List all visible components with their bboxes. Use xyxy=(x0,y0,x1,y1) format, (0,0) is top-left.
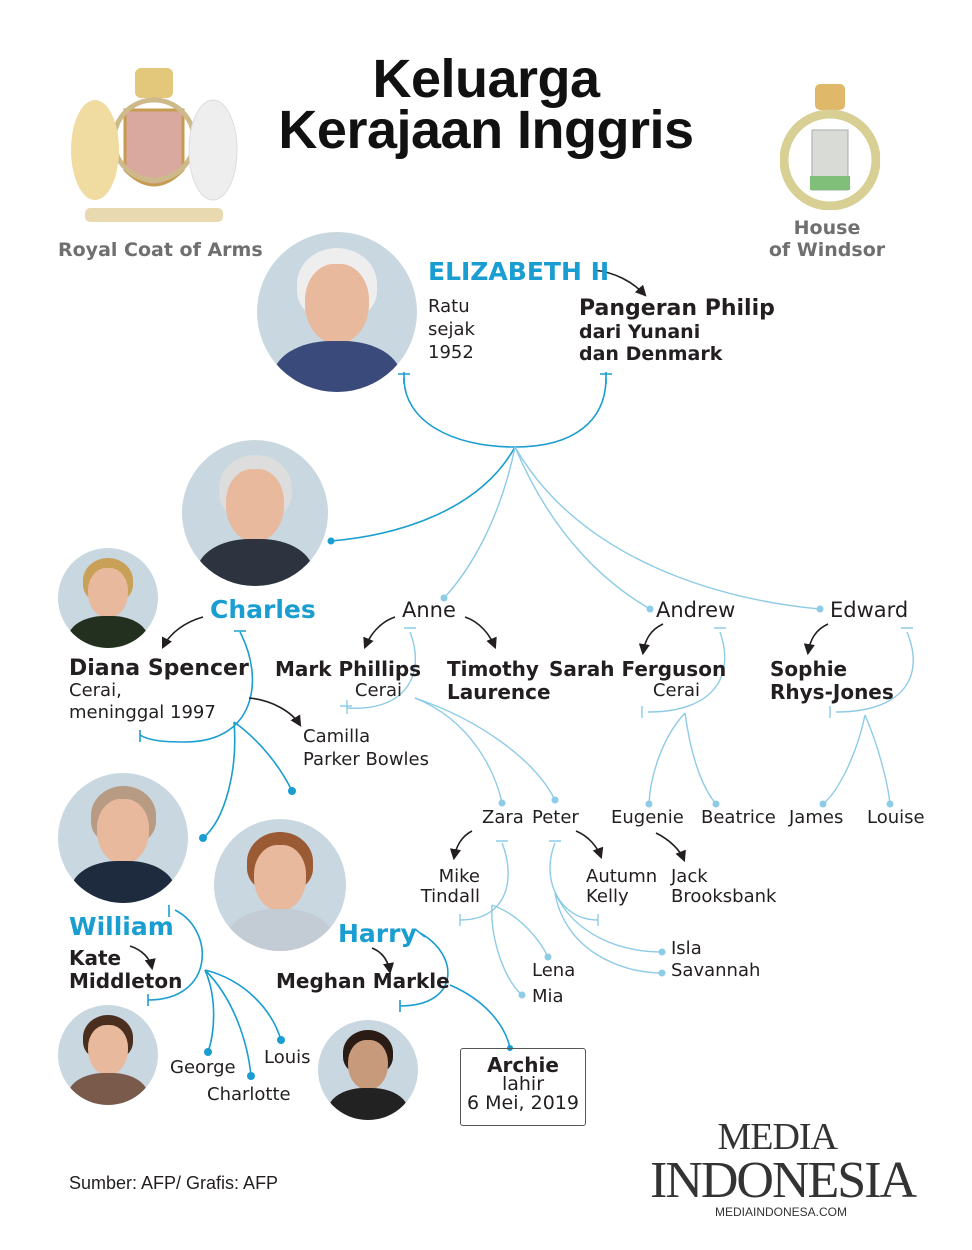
diana-desc-1: Cerai, xyxy=(69,680,122,701)
line-to-william xyxy=(202,721,236,839)
arrow-charles-diana xyxy=(161,616,204,650)
sarah-ferguson-name: Sarah Ferguson xyxy=(549,657,727,681)
arrow-charles-camilla xyxy=(248,697,302,727)
sophie-line-2: Rhys-Jones xyxy=(770,680,894,704)
camilla-line-1: Camilla xyxy=(303,726,371,747)
zara-name: Zara xyxy=(482,807,524,828)
elizabeth-photo xyxy=(257,232,417,392)
zara-mike-arc xyxy=(459,842,509,921)
sarah-ferguson-desc: Cerai xyxy=(652,680,700,701)
arrow-andrew-sarah xyxy=(638,623,664,656)
meghan-photo xyxy=(318,1020,418,1120)
elizabeth-desc-2: sejak xyxy=(428,319,475,340)
philip-name: Pangeran Philip xyxy=(579,296,775,321)
harry-photo xyxy=(214,819,346,951)
royal-coat-of-arms-icon xyxy=(71,68,238,222)
arrow-zara-mike xyxy=(449,830,473,861)
charles-photo xyxy=(182,440,328,586)
media-indonesia-logo: MEDIA INDONESIA MEDIAINDONESA.COM xyxy=(650,1116,917,1220)
george-name: George xyxy=(170,1057,236,1078)
house-of-windsor-label-2: of Windsor xyxy=(768,239,886,261)
mike-line-1: Mike xyxy=(438,866,480,887)
anne-name: Anne xyxy=(402,598,456,622)
arrow-eugenie-jack xyxy=(655,832,686,863)
charles-name: Charles xyxy=(210,595,316,624)
diana-name: Diana Spencer xyxy=(69,656,249,681)
archie-desc-2: 6 Mei, 2019 xyxy=(467,1092,579,1114)
anne-mark-arc xyxy=(346,631,417,709)
jack-line-2: Brooksbank xyxy=(671,886,777,907)
edward-name: Edward xyxy=(830,598,909,622)
line-to-george xyxy=(204,969,215,1053)
mark-phillips-desc: Cerai xyxy=(354,680,402,701)
louise-name: Louise xyxy=(867,807,925,828)
title-line-2: Kerajaan Inggris xyxy=(278,100,694,160)
peter-name: Peter xyxy=(532,807,579,828)
elizabeth-desc-1: Ratu xyxy=(428,296,470,317)
harry-meghan-arc xyxy=(399,932,449,1007)
lena-name: Lena xyxy=(532,960,576,981)
royal-coat-of-arms-label: Royal Coat of Arms xyxy=(58,239,263,261)
isla-name: Isla xyxy=(671,938,702,959)
sophie-line-1: Sophie xyxy=(770,657,848,681)
savannah-name: Savannah xyxy=(671,960,761,981)
harry-name: Harry xyxy=(338,919,417,948)
arrow-anne-mark xyxy=(363,616,396,650)
meghan-name: Meghan Markle xyxy=(276,969,450,993)
charlotte-name: Charlotte xyxy=(207,1084,291,1105)
arrow-harry-meghan xyxy=(371,947,395,975)
kate-photo xyxy=(58,1005,158,1105)
arrow-elizabeth-philip xyxy=(592,269,647,297)
mia-name: Mia xyxy=(532,986,564,1007)
elizabeth-philip-marriage-arc xyxy=(403,377,607,448)
beatrice-name: Beatrice xyxy=(701,807,776,828)
arrow-anne-timothy xyxy=(464,616,497,650)
archie-name: Archie xyxy=(487,1053,559,1077)
archie-desc-1: lahir xyxy=(501,1073,545,1095)
arrow-peter-autumn xyxy=(575,830,604,860)
mark-phillips-name: Mark Phillips xyxy=(275,657,422,681)
james-name: James xyxy=(789,807,844,828)
camilla-line-2: Parker Bowles xyxy=(303,749,429,770)
timothy-line-1: Timothy xyxy=(447,657,539,681)
kate-line-2: Middleton xyxy=(69,969,183,993)
line-to-louis xyxy=(204,969,282,1041)
diana-photo xyxy=(58,548,158,648)
autumn-line-1: Autumn xyxy=(586,866,658,887)
autumn-line-2: Kelly xyxy=(586,886,629,907)
logo-line-2: INDONESIA xyxy=(650,1152,917,1209)
line-to-harry xyxy=(233,721,293,792)
william-photo xyxy=(58,773,188,903)
kate-line-1: Kate xyxy=(69,946,122,970)
house-of-windsor-crest-icon xyxy=(780,84,880,210)
elizabeth-name: ELIZABETH II xyxy=(428,257,610,286)
line-to-charles xyxy=(330,446,516,542)
archie-box: Archie lahir 6 Mei, 2019 xyxy=(460,1048,586,1126)
charles-diana-arc xyxy=(139,631,254,743)
logo-line-1: MEDIA xyxy=(717,1116,838,1158)
andrew-sarah-arc xyxy=(647,631,726,713)
arrow-edward-sophie xyxy=(803,623,829,656)
philip-desc-2: dan Denmark xyxy=(579,343,723,365)
edward-sophie-arc xyxy=(835,631,914,713)
william-name: William xyxy=(69,912,174,941)
arrow-william-kate xyxy=(129,945,156,971)
source-credit: Sumber: AFP/ Grafis: AFP xyxy=(69,1173,279,1193)
logo-url: MEDIAINDONESA.COM xyxy=(714,1205,847,1220)
line-to-charlotte xyxy=(204,969,252,1077)
mike-line-2: Tindall xyxy=(420,886,480,907)
elizabeth-desc-3: 1952 xyxy=(428,342,474,363)
line-to-archie xyxy=(449,984,511,1049)
andrew-name: Andrew xyxy=(656,598,736,622)
title-line-1: Keluarga xyxy=(372,49,600,109)
eugenie-name: Eugenie xyxy=(611,807,684,828)
timothy-line-2: Laurence xyxy=(447,680,551,704)
philip-desc-1: dari Yunani xyxy=(579,321,701,343)
william-kate-arc xyxy=(147,909,204,1001)
louis-name: Louis xyxy=(264,1047,311,1068)
diana-desc-2: meninggal 1997 xyxy=(69,702,216,723)
house-of-windsor-label-1: House xyxy=(793,217,861,239)
jack-line-1: Jack xyxy=(671,866,708,887)
